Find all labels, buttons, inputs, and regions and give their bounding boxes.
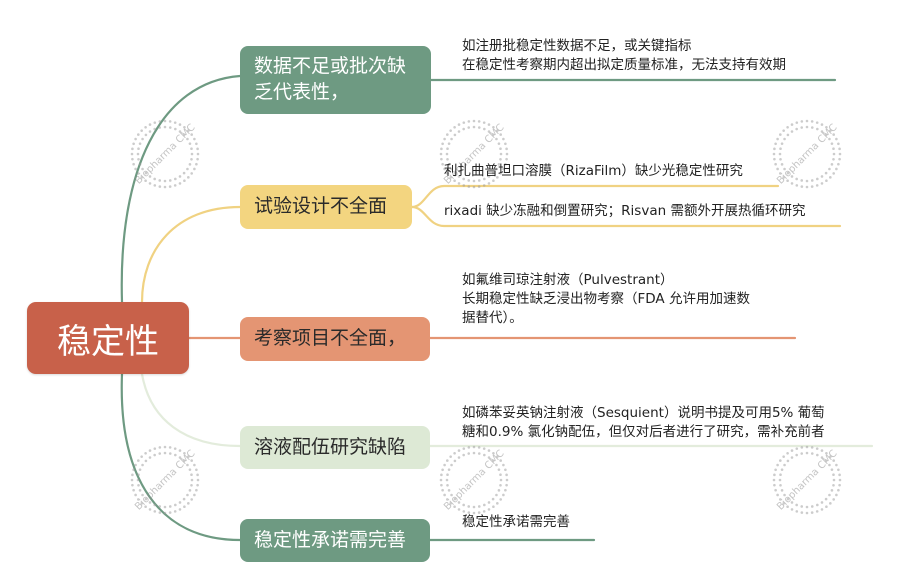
link-design-to-rizafilm xyxy=(410,184,780,209)
watermark-seal: Biopharma CMC xyxy=(770,443,844,517)
detail-line: 如氟维司琼注射液（Pulvestrant） xyxy=(462,272,674,288)
detail-text-rizafilm: 利扎曲普坦口溶膜（RizaFilm）缺少光稳定性研究 xyxy=(444,162,743,181)
branch-label-line: 乏代表性， xyxy=(254,81,350,103)
detail-line: 如注册批稳定性数据不足，或关键指标 xyxy=(462,38,692,54)
detail-line: 如磷苯妥英钠注射液（Sesquient）说明书提及可用5% 葡萄 xyxy=(462,405,825,421)
watermark-seal: Biopharma CMC xyxy=(437,117,511,191)
branch-node-compatibility: 溶液配伍研究缺陷 xyxy=(240,426,430,469)
detail-text-commitment: 稳定性承诺需完善 xyxy=(462,513,570,532)
branch-label-line: 考察项目不全面， xyxy=(254,327,407,350)
detail-line: 稳定性承诺需完善 xyxy=(462,514,570,530)
link-root-to-commitment xyxy=(120,372,242,542)
watermark-seal: Biopharma CMC xyxy=(128,117,202,191)
detail-text-pulvestrant: 如氟维司琼注射液（Pulvestrant） 长期稳定性缺乏浸出物考察（FDA 允… xyxy=(462,271,750,328)
branch-node-commitment: 稳定性承诺需完善 xyxy=(240,519,430,562)
watermark-seal: Biopharma CMC xyxy=(770,117,844,191)
watermark-seal: Biopharma CMC xyxy=(128,443,202,517)
branch-node-incomplete-items: 考察项目不全面， xyxy=(240,317,430,361)
branch-node-insufficient-data: 数据不足或批次缺 乏代表性， xyxy=(240,46,431,114)
link-root-to-incomplete-design xyxy=(140,205,242,304)
root-node: 稳定性 xyxy=(27,302,189,374)
branch-label-line: 稳定性承诺需完善 xyxy=(254,528,407,551)
detail-text-rixadi-risvan: rixadi 缺少冻融和倒置研究；Risvan 需额外开展热循环研究 xyxy=(444,202,805,221)
watermark-seal: Biopharma CMC xyxy=(437,443,511,517)
detail-text-insufficient-data: 如注册批稳定性数据不足，或关键指标 在稳定性考察期内超出拟定质量标准，无法支持有… xyxy=(462,37,786,75)
detail-line: 糖和0.9% 氯化钠配伍，但仅对后者进行了研究，需补充前者 xyxy=(462,424,825,440)
link-root-to-compatibility xyxy=(140,372,242,448)
branch-label-line: 试验设计不全面 xyxy=(254,195,388,218)
detail-line: 在稳定性考察期内超出拟定质量标准，无法支持有效期 xyxy=(462,57,786,73)
link-root-to-insufficient-data xyxy=(120,74,242,304)
detail-line: rixadi 缺少冻融和倒置研究；Risvan 需额外开展热循环研究 xyxy=(444,203,806,219)
detail-line: 利扎曲普坦口溶膜（RizaFilm）缺少光稳定性研究 xyxy=(444,163,743,179)
detail-text-sesquient: 如磷苯妥英钠注射液（Sesquient）说明书提及可用5% 葡萄 糖和0.9% … xyxy=(462,404,825,442)
detail-line: 长期稳定性缺乏浸出物考察（FDA 允许用加速数 xyxy=(462,291,750,307)
root-label: 稳定性 xyxy=(57,321,159,362)
branch-label-line: 溶液配伍研究缺陷 xyxy=(254,435,407,458)
branch-label-line: 数据不足或批次缺 xyxy=(254,55,407,78)
detail-line: 据替代）。 xyxy=(462,310,523,326)
link-design-to-rixadi xyxy=(410,205,842,228)
branch-node-incomplete-design: 试验设计不全面 xyxy=(240,185,412,229)
